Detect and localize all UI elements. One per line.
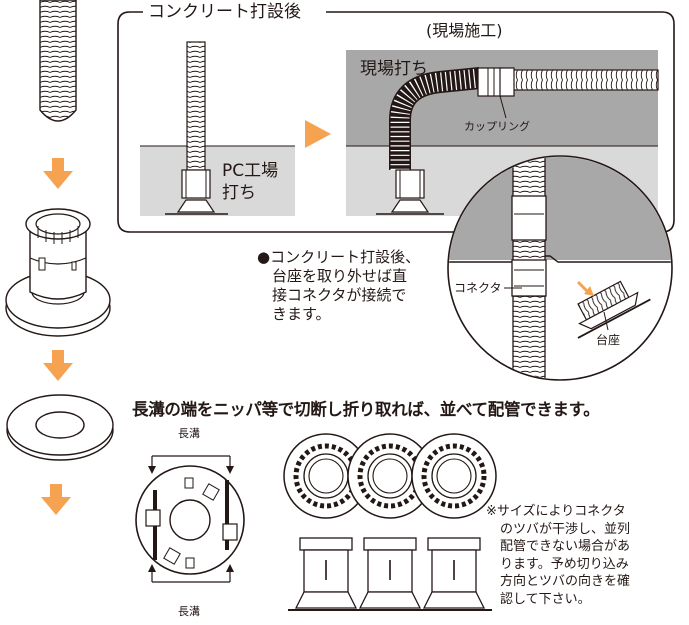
caution-text: ※サイズによりコネクタ のツバが干渉し、並列 配管できない場合があ ります。予め… [486, 503, 630, 608]
connector-top-view [411, 433, 497, 519]
groove-plate [135, 455, 245, 583]
note-line: コンクリート打設後、 [270, 248, 421, 266]
factory-scene [140, 41, 295, 216]
play-arrow-icon [305, 120, 331, 148]
note-bullet: ● [257, 248, 271, 266]
connector-top-views [283, 433, 497, 519]
note-line: きます。 [272, 305, 331, 323]
base-label: 台座 [596, 333, 621, 347]
down-arrow-icon [41, 484, 71, 515]
factory-label: PC工場 打ち [222, 160, 278, 204]
factory-label-line2: 打ち [222, 183, 256, 203]
caution-line: のツバが干渉し、並列 [500, 521, 631, 537]
groove-label-bottom: 長溝 [178, 605, 200, 618]
caution-line: ※サイズによりコネクタ [486, 504, 626, 519]
note-line: 台座を取り外せば直 [272, 267, 408, 285]
down-arrow-icon [43, 350, 73, 381]
site-pour-label: 現場打ち [360, 59, 428, 79]
connector-top-view [347, 433, 433, 519]
down-arrow-icon [43, 158, 73, 189]
headline: 長溝の端をニッパ等で切断し折り取れば、並べて配管できます。 [132, 400, 600, 419]
coupling-label: カップリング [464, 120, 530, 133]
panel-frame [117, 11, 675, 233]
groove-label-top: 長溝 [178, 427, 200, 440]
site-label: (現場施工) [426, 21, 503, 40]
connector-side-view [288, 537, 364, 611]
section-title: コンクリート打設後 [148, 2, 301, 22]
base-ring [6, 394, 114, 461]
note-text: ●コンクリート打設後、 台座を取り外せば直 接コネクタが接続で きます。 [257, 248, 420, 324]
left-hose [39, 0, 77, 122]
connector-side-views [288, 537, 492, 611]
note-line: 接コネクタが接続で [272, 286, 407, 304]
connector-label: コネクタ [454, 281, 504, 295]
caution-line: 配管できない場合があ [500, 539, 631, 554]
caution-line: 認して下さい。 [500, 591, 591, 607]
connector-top-view [283, 433, 369, 519]
caution-line: 方向とツバの向きを確 [500, 574, 631, 589]
connector-with-base [5, 208, 111, 337]
caution-line: ります。予め切り込み [500, 556, 629, 572]
connector-side-view [352, 537, 428, 611]
factory-label-line1: PC工場 [222, 161, 279, 181]
connector-side-view [416, 537, 492, 611]
